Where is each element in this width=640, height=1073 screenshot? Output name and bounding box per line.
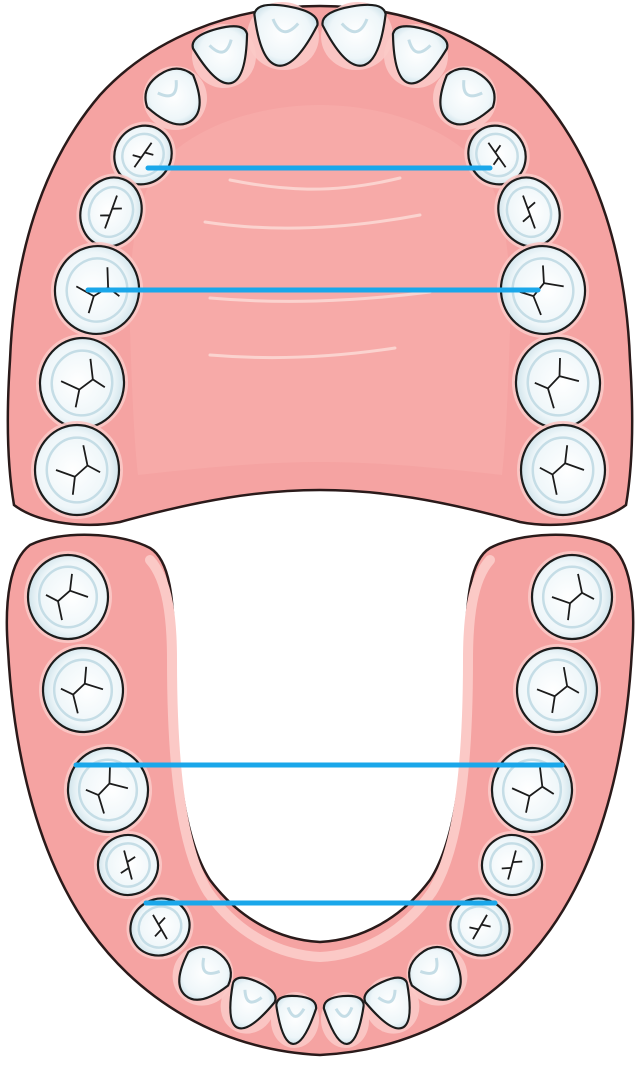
lower-left-tooth-1 [270,992,320,1048]
lower-right-tooth-5 [478,831,546,899]
upper-left-tooth-5 [76,173,146,251]
upper-arch [6,1,634,526]
lower-left-tooth-3 [172,944,234,1006]
lower-left-tooth-8 [24,551,112,643]
lower-left-tooth-5 [94,831,162,899]
palatal-rugae [203,176,432,360]
lower-measurement-lines [73,762,565,906]
upper-right-tooth-5 [494,173,564,251]
lower-inner-gum [145,555,495,963]
lower-right-tooth-8 [528,551,616,643]
lower-left-tooth-7 [38,644,128,736]
upper-right-tooth-8 [517,421,609,519]
upper-left-tooth-1 [247,1,319,71]
upper-measurement-lines [85,165,541,293]
lower-right-tooth-1 [320,992,370,1048]
lower-teeth [24,551,616,1048]
lower-right-tooth-4 [446,894,514,960]
upper-left-tooth-3 [143,66,207,130]
lower-right-tooth-3 [406,944,468,1006]
lower-left-tooth-2 [220,976,277,1034]
upper-right-tooth-1 [321,1,393,71]
upper-left-tooth-8 [31,421,123,519]
upper-right-tooth-7 [511,334,605,432]
upper-left-tooth-2 [191,24,256,88]
lower-right-tooth-2 [363,976,420,1034]
upper-right-tooth-6 [496,242,590,338]
lower-right-tooth-7 [512,644,602,736]
lower-left-tooth-4 [126,894,194,960]
upper-teeth [31,1,609,519]
upper-right-tooth-3 [433,66,497,130]
upper-left-tooth-7 [35,334,129,432]
upper-right-tooth-2 [384,24,449,88]
lower-arch [5,533,635,1057]
